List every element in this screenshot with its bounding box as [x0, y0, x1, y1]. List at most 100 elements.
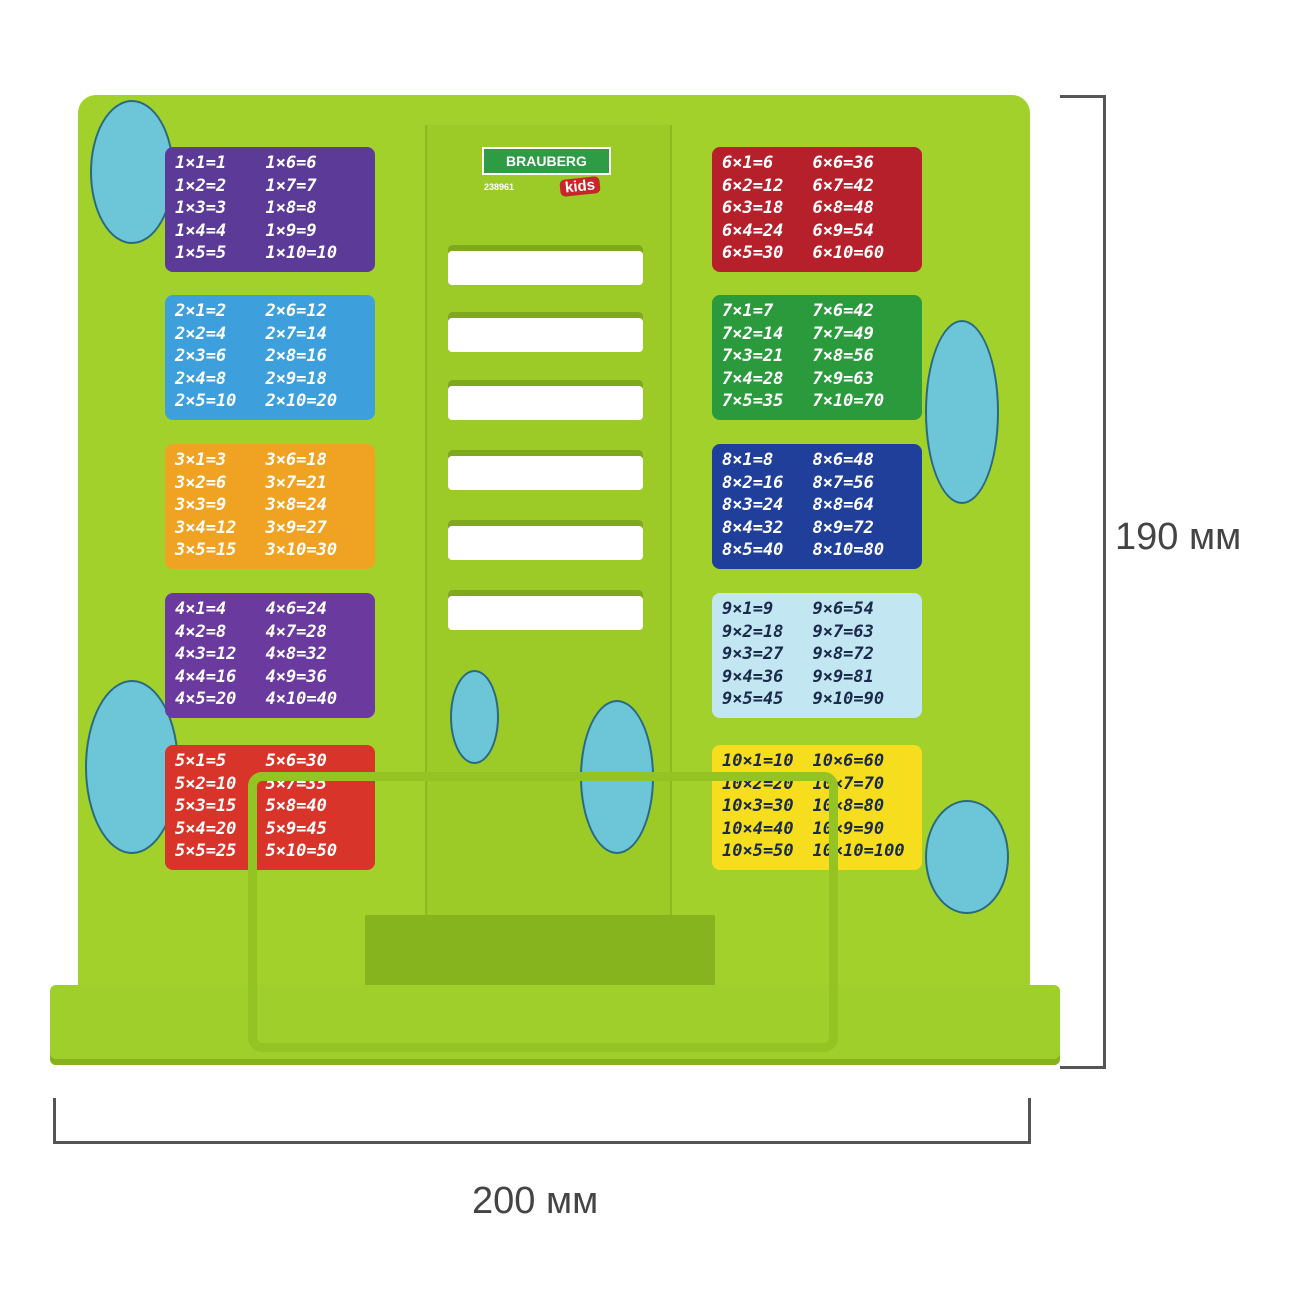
table-entry: 8×8=64 [812, 495, 874, 516]
table-entry: 8×10=80 [812, 540, 885, 561]
table-entry: 6×9=54 [812, 220, 874, 241]
table-entry: 5×8=40 [265, 796, 327, 817]
pigeon-illustration [925, 320, 999, 504]
table-entry: 2×8=16 [265, 346, 327, 367]
table-entry: 2×5=10 [175, 391, 237, 412]
table-entry: 7×8=56 [812, 346, 874, 367]
slot [448, 380, 643, 420]
table-entry: 5×9=45 [265, 818, 327, 839]
table-entry: 10×4=40 [722, 818, 794, 839]
table-entry: 3×4=12 [175, 517, 237, 538]
table-entry: 5×1=5 [175, 751, 227, 771]
dimension-tick [1060, 1066, 1106, 1069]
table-entry: 7×10=70 [812, 391, 885, 412]
table-entry: 2×1=2 [175, 301, 227, 321]
table-entry: 5×6=30 [265, 751, 327, 771]
table-entry: 6×6=36 [812, 153, 874, 173]
table-entry: 8×4=32 [722, 517, 784, 538]
table-entry: 10×3=30 [722, 796, 794, 817]
table-entry: 5×10=50 [265, 841, 338, 862]
table-entry: 2×10=20 [265, 391, 338, 412]
table-entry: 1×2=2 [175, 175, 227, 196]
table-entry: 8×5=40 [722, 540, 784, 561]
table-entry: 5×5=25 [175, 841, 237, 862]
table-entry: 3×6=18 [265, 450, 327, 470]
brand-logo: BRAUBERG [482, 147, 611, 175]
table-entry: 3×9=27 [265, 517, 327, 538]
table-entry: 7×9=63 [812, 368, 874, 389]
pigeon-illustration [90, 100, 174, 244]
slot [448, 590, 643, 630]
table-entry: 1×7=7 [265, 175, 317, 196]
table-entry: 4×5=20 [175, 689, 237, 710]
table-entry: 4×3=12 [175, 644, 237, 665]
table-entry: 1×10=10 [265, 243, 338, 264]
height-label: 190 мм [1115, 516, 1242, 558]
page-holder-wire[interactable] [248, 772, 838, 1052]
table-entry: 3×1=3 [175, 450, 227, 470]
table-entry: 9×5=45 [722, 689, 784, 710]
slot [448, 312, 643, 352]
table-entry: 9×9=81 [812, 666, 874, 687]
table-entry: 6×10=60 [812, 243, 885, 264]
table-entry: 4×8=32 [265, 644, 327, 665]
table-entry: 2×7=14 [265, 323, 327, 344]
dimension-tick [1028, 1098, 1031, 1144]
table-entry: 6×4=24 [722, 220, 784, 241]
width-dimension-line [53, 1141, 1031, 1144]
table-entry: 8×9=72 [812, 517, 874, 538]
width-label: 200 мм [472, 1180, 599, 1222]
table-entry: 1×9=9 [265, 220, 317, 241]
table-entry: 5×2=10 [175, 773, 237, 794]
dimension-tick [1060, 95, 1106, 98]
dimension-tick [53, 1098, 56, 1144]
table-entry: 1×5=5 [175, 243, 227, 264]
table-entry: 9×6=54 [812, 599, 874, 619]
table-entry: 2×2=4 [175, 323, 227, 344]
table-entry: 3×2=6 [175, 472, 227, 493]
table-entry: 9×4=36 [722, 666, 784, 687]
table-entry: 4×7=28 [265, 621, 327, 642]
table-entry: 9×2=18 [722, 621, 784, 642]
table-entry: 1×4=4 [175, 220, 227, 241]
table-entry: 2×9=18 [265, 368, 327, 389]
table-entry: 10×1=10 [722, 751, 794, 771]
table-entry: 9×3=27 [722, 644, 784, 665]
table-entry: 3×10=30 [265, 540, 338, 561]
table-entry: 7×5=35 [722, 391, 784, 412]
table-entry: 8×1=8 [722, 450, 774, 470]
table-entry: 7×4=28 [722, 368, 784, 389]
table-entry: 10×6=60 [812, 751, 885, 771]
table-entry: 9×10=90 [812, 689, 885, 710]
table-entry: 10×5=50 [722, 841, 794, 862]
table-entry: 6×2=12 [722, 175, 784, 196]
table-entry: 9×8=72 [812, 644, 874, 665]
table-entry: 6×5=30 [722, 243, 784, 264]
table-entry: 7×7=49 [812, 323, 874, 344]
table-entry: 4×1=4 [175, 599, 227, 619]
table-entry: 5×4=20 [175, 818, 237, 839]
table-entry: 6×7=42 [812, 175, 874, 196]
table-entry: 3×3=9 [175, 495, 227, 516]
table-entry: 7×2=14 [722, 323, 784, 344]
slot [448, 245, 643, 285]
height-dimension-line [1103, 95, 1106, 1068]
table-entry: 4×2=8 [175, 621, 227, 642]
table-entry: 2×6=12 [265, 301, 327, 321]
table-entry: 5×3=15 [175, 796, 237, 817]
table-entry: 6×8=48 [812, 198, 874, 219]
pigeon-illustration [450, 670, 499, 764]
table-entry: 2×4=8 [175, 368, 227, 389]
table-entry: 4×10=40 [265, 689, 338, 710]
table-entry: 1×8=8 [265, 198, 317, 219]
table-entry: 9×1=9 [722, 599, 774, 619]
table-entry: 1×1=1 [175, 153, 227, 173]
table-entry: 7×6=42 [812, 301, 874, 321]
table-entry: 8×7=56 [812, 472, 874, 493]
table-entry: 8×3=24 [722, 495, 784, 516]
